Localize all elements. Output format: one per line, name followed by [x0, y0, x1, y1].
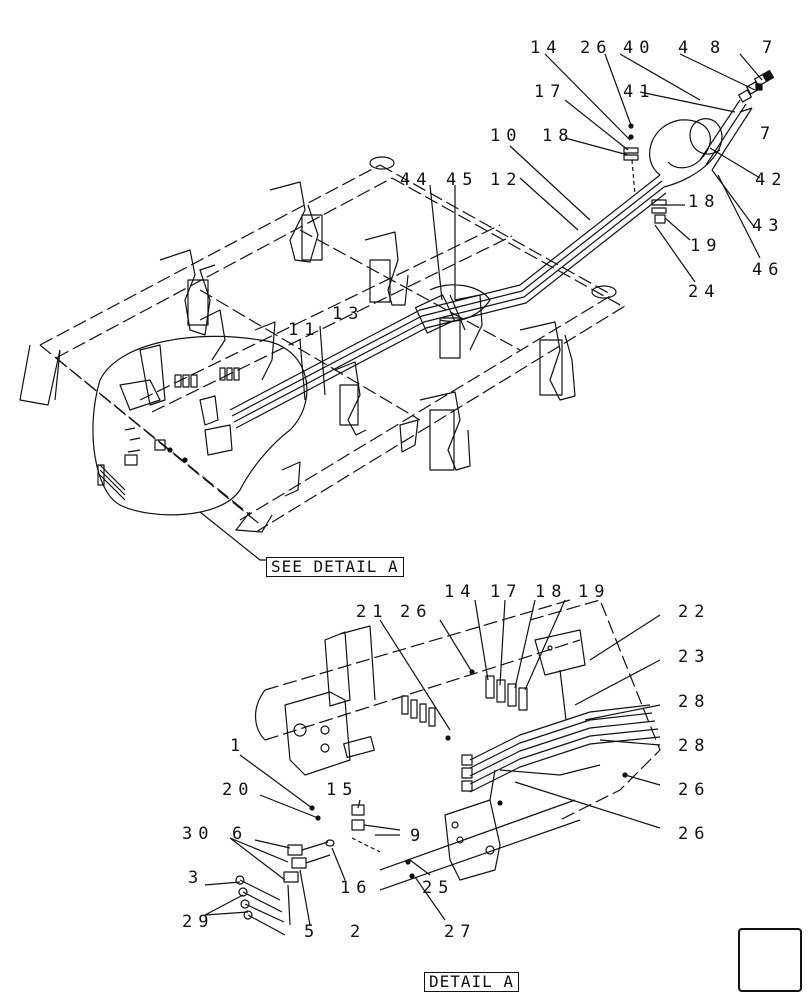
callout-26-detail-a: 26: [400, 602, 433, 622]
callout-41: 41: [623, 82, 656, 102]
callout-17-detail: 17: [490, 582, 523, 602]
callout-10: 10: [490, 126, 523, 146]
callout-21: 21: [356, 602, 389, 622]
callout-16: 16: [340, 878, 373, 898]
callout-18-a: 18: [542, 126, 575, 146]
callout-26-top: 26: [580, 38, 613, 58]
callout-7-b: 7: [760, 124, 777, 144]
callout-13: 13: [332, 304, 365, 324]
callout-14-top: 14: [530, 38, 563, 58]
callout-12: 12: [490, 170, 523, 190]
callout-28-a: 28: [678, 692, 711, 712]
callout-40: 40: [623, 38, 656, 58]
callout-45: 45: [446, 170, 479, 190]
callout-15: 15: [326, 780, 359, 800]
detail-a-label: DETAIL A: [424, 972, 520, 992]
callout-24: 24: [688, 282, 721, 302]
callout-5: 5: [304, 922, 321, 942]
callout-8: 8: [710, 38, 727, 58]
callout-7-a: 7: [762, 38, 779, 58]
callout-26-detail-b: 26: [678, 780, 711, 800]
callout-44: 44: [400, 170, 433, 190]
callout-20: 20: [222, 780, 255, 800]
detail-a-callout-outline: [92, 335, 308, 561]
mounting-brackets: [159, 181, 576, 497]
callout-43: 43: [752, 216, 785, 236]
callout-25: 25: [422, 878, 455, 898]
callout-2: 2: [350, 922, 367, 942]
callout-22: 22: [678, 602, 711, 622]
callout-19-top: 19: [690, 236, 723, 256]
top-leader-lines: [299, 53, 763, 401]
hydraulic-hose-bundle: [229, 69, 775, 429]
callout-1: 1: [230, 736, 247, 756]
callout-11: 11: [288, 320, 321, 340]
see-detail-a-label: SEE DETAIL A: [266, 557, 404, 577]
callout-27: 27: [444, 922, 477, 942]
callout-19-detail: 19: [578, 582, 611, 602]
callout-3: 3: [188, 868, 205, 888]
callout-17-top: 17: [534, 82, 567, 102]
callout-26-detail-c: 26: [678, 824, 711, 844]
callout-42: 42: [755, 170, 788, 190]
callout-46: 46: [752, 260, 785, 280]
callout-9: 9: [410, 826, 427, 846]
callout-30: 30: [182, 824, 215, 844]
main-assembly-frame: [19, 156, 626, 533]
callout-4: 4: [678, 38, 695, 58]
callout-18-b: 18: [688, 192, 721, 212]
next-page-button[interactable]: [738, 928, 802, 992]
detail-leader-lines: [204, 599, 661, 926]
callout-29: 29: [182, 912, 215, 932]
callout-6: 6: [232, 824, 249, 844]
callout-23: 23: [678, 647, 711, 667]
callout-28-b: 28: [678, 736, 711, 756]
callout-14-detail: 14: [444, 582, 477, 602]
callout-18-detail: 18: [535, 582, 568, 602]
